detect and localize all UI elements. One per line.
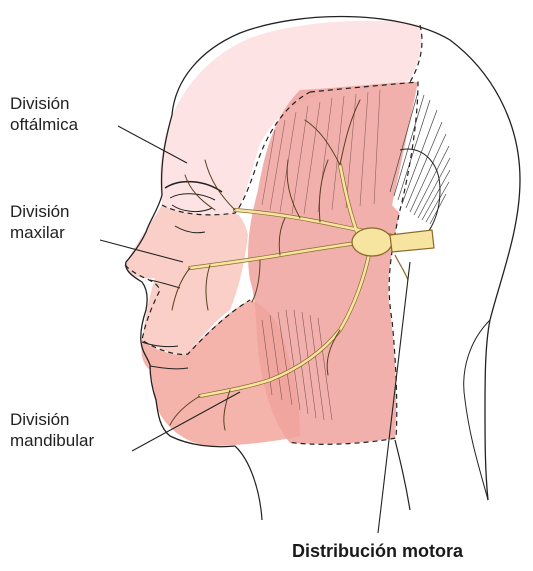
label-mandibular-line2: mandibular <box>10 430 94 451</box>
motor-distribution-zone <box>248 82 418 444</box>
label-mandibular-division: División mandibular <box>10 409 94 451</box>
label-ophthalmic-division: División oftálmica <box>10 93 78 135</box>
label-mandibular-line1: División <box>10 409 94 430</box>
label-maxillary-line2: maxilar <box>10 222 70 243</box>
neck-back <box>395 440 410 510</box>
neck-front <box>235 446 262 520</box>
label-maxillary-division: División maxilar <box>10 201 70 243</box>
label-ophthalmic-line1: División <box>10 93 78 114</box>
label-motor-distribution: Distribución motora <box>292 541 463 562</box>
label-maxillary-line1: División <box>10 201 70 222</box>
label-ophthalmic-line2: oftálmica <box>10 114 78 135</box>
